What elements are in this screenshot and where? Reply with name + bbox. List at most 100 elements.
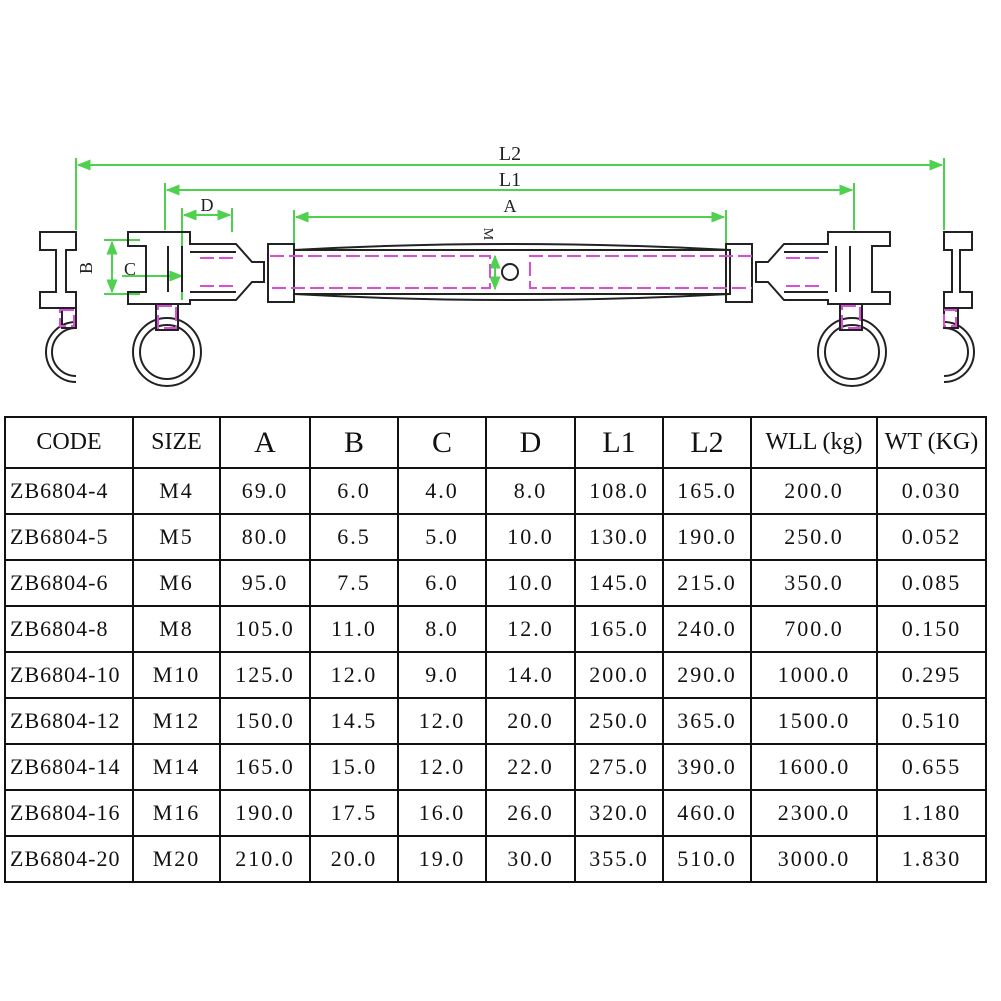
table-cell: 250.0 [574, 697, 664, 745]
table-cell: 275.0 [574, 743, 664, 791]
table-cell: ZB6804-6 [4, 559, 134, 607]
table-cell: 1600.0 [750, 743, 878, 791]
table-cell: 1.180 [876, 789, 987, 837]
label-m: M [480, 228, 495, 241]
table-cell: 8.0 [397, 605, 487, 653]
header-a: A [219, 416, 311, 469]
table-cell: M10 [132, 651, 221, 699]
table-cell: 145.0 [574, 559, 664, 607]
label-b: B [76, 262, 96, 274]
table-cell: 12.0 [397, 697, 487, 745]
table-cell: 12.0 [309, 651, 399, 699]
table-cell: 215.0 [662, 559, 752, 607]
table-cell: 0.150 [876, 605, 987, 653]
table-cell: ZB6804-16 [4, 789, 134, 837]
header-b: B [309, 416, 399, 469]
table-cell: ZB6804-8 [4, 605, 134, 653]
table-cell: 10.0 [485, 513, 576, 561]
table-cell: ZB6804-10 [4, 651, 134, 699]
table-cell: ZB6804-5 [4, 513, 134, 561]
table-cell: 8.0 [485, 467, 576, 515]
table-cell: 4.0 [397, 467, 487, 515]
header-wt-kg: WT (KG) [876, 416, 987, 469]
table-cell: 130.0 [574, 513, 664, 561]
header-d: D [485, 416, 576, 469]
table-cell: 0.085 [876, 559, 987, 607]
header-l2: L2 [662, 416, 752, 469]
table-cell: 200.0 [750, 467, 878, 515]
table-cell: 1000.0 [750, 651, 878, 699]
table-cell: 150.0 [219, 697, 311, 745]
table-cell: 700.0 [750, 605, 878, 653]
table-cell: 11.0 [309, 605, 399, 653]
table-cell: 6.0 [309, 467, 399, 515]
table-cell: 7.5 [309, 559, 399, 607]
table-cell: 17.5 [309, 789, 399, 837]
table-cell: 3000.0 [750, 835, 878, 883]
label-l2: L2 [499, 143, 521, 165]
dimension-lines [75, 158, 945, 300]
table-cell: 16.0 [397, 789, 487, 837]
table-cell: 190.0 [662, 513, 752, 561]
table-cell: 30.0 [485, 835, 576, 883]
table-cell: 125.0 [219, 651, 311, 699]
header-code: CODE [4, 416, 134, 469]
table-cell: 200.0 [574, 651, 664, 699]
table-cell: 22.0 [485, 743, 576, 791]
table-cell: M6 [132, 559, 221, 607]
table-cell: 510.0 [662, 835, 752, 883]
table-cell: 165.0 [662, 467, 752, 515]
table-cell: 108.0 [574, 467, 664, 515]
table-cell: 10.0 [485, 559, 576, 607]
table-cell: 365.0 [662, 697, 752, 745]
table-cell: 0.295 [876, 651, 987, 699]
table-cell: 80.0 [219, 513, 311, 561]
table-cell: 20.0 [485, 697, 576, 745]
table-cell: M16 [132, 789, 221, 837]
table-cell: 95.0 [219, 559, 311, 607]
table-cell: 250.0 [750, 513, 878, 561]
table-cell: M12 [132, 697, 221, 745]
table-cell: 460.0 [662, 789, 752, 837]
table-cell: 320.0 [574, 789, 664, 837]
table-cell: 19.0 [397, 835, 487, 883]
header-size: SIZE [132, 416, 221, 469]
table-cell: 14.0 [485, 651, 576, 699]
table-cell: 6.0 [397, 559, 487, 607]
table-cell: 2300.0 [750, 789, 878, 837]
table-cell: 350.0 [750, 559, 878, 607]
table-cell: ZB6804-20 [4, 835, 134, 883]
table-cell: 0.510 [876, 697, 987, 745]
table-cell: 5.0 [397, 513, 487, 561]
table-cell: 69.0 [219, 467, 311, 515]
table-cell: 15.0 [309, 743, 399, 791]
table-cell: ZB6804-4 [4, 467, 134, 515]
table-cell: 210.0 [219, 835, 311, 883]
table-cell: 355.0 [574, 835, 664, 883]
table-cell: 165.0 [574, 605, 664, 653]
turnbuckle-technical-drawing: L2 L1 D A M B C [39, 143, 975, 387]
table-cell: 26.0 [485, 789, 576, 837]
table-cell: M8 [132, 605, 221, 653]
table-cell: M14 [132, 743, 221, 791]
label-a: A [504, 196, 517, 216]
table-cell: 290.0 [662, 651, 752, 699]
label-l1: L1 [499, 169, 521, 191]
table-cell: 390.0 [662, 743, 752, 791]
table-cell: 12.0 [397, 743, 487, 791]
table-cell: 6.5 [309, 513, 399, 561]
table-cell: 165.0 [219, 743, 311, 791]
table-cell: 0.030 [876, 467, 987, 515]
header-wll-kg: WLL (kg) [750, 416, 878, 469]
table-cell: 9.0 [397, 651, 487, 699]
